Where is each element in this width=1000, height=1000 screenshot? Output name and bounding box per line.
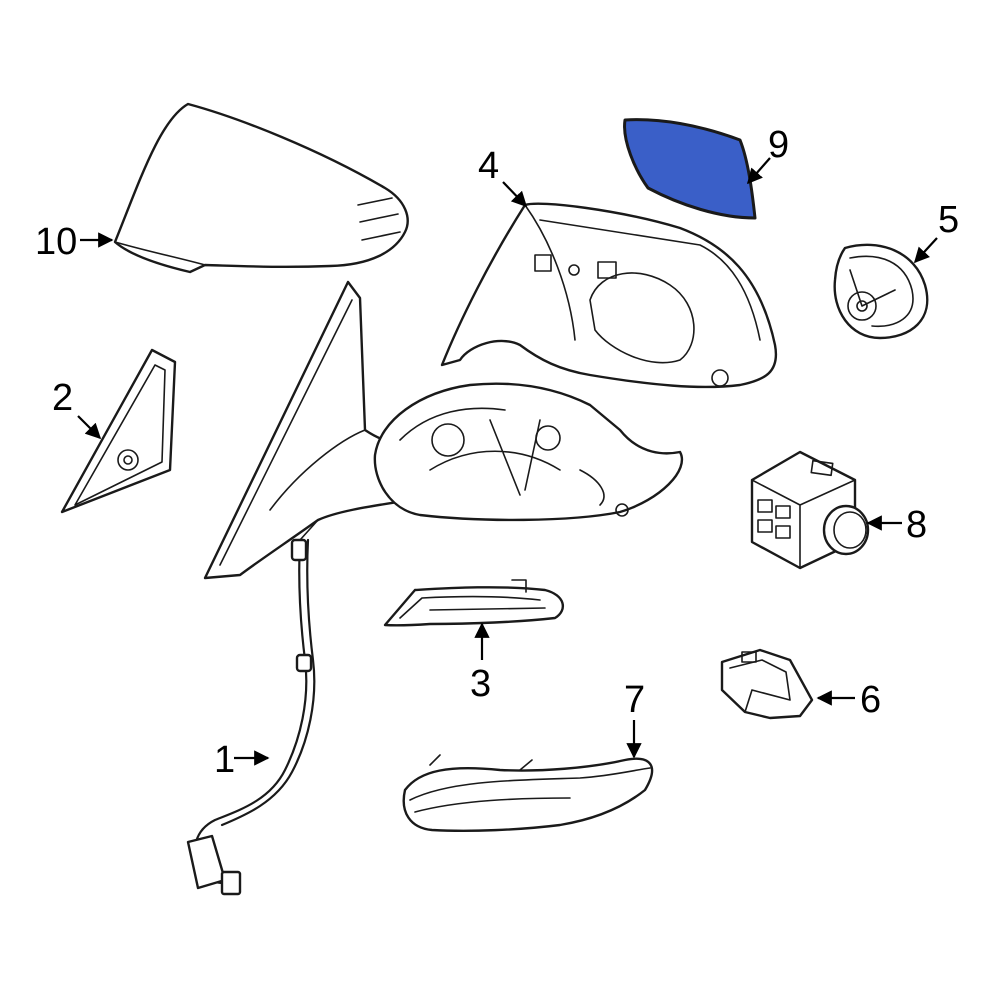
part-5-glass-actuator[interactable] <box>833 243 929 340</box>
callout-10: 10 <box>35 221 77 263</box>
callout-1: 1 <box>214 739 235 781</box>
part-8-camera[interactable] <box>750 450 870 570</box>
part-4-glass-backing-plate[interactable] <box>440 202 778 389</box>
callout-2: 2 <box>52 377 73 419</box>
part-2-inner-trim[interactable] <box>60 348 177 514</box>
callout-8: 8 <box>906 504 927 546</box>
callout-6: 6 <box>860 679 881 721</box>
part-7-turn-signal[interactable] <box>402 754 654 832</box>
part-10-mirror-cover[interactable] <box>113 102 409 274</box>
part-1-mirror-base-arm[interactable] <box>203 280 412 580</box>
callout-9: 9 <box>768 124 789 166</box>
wiring-harness <box>186 538 316 896</box>
part-6-sensor-bracket[interactable] <box>720 648 814 720</box>
part-9-mirror-glass[interactable] <box>623 118 757 220</box>
callout-5: 5 <box>938 199 959 241</box>
part-3-lower-bracket[interactable] <box>383 579 565 627</box>
callout-7: 7 <box>624 679 645 721</box>
callout-4: 4 <box>478 145 499 187</box>
mirror-lower-housing <box>373 382 683 522</box>
callout-3: 3 <box>470 663 491 705</box>
callout-leaders <box>77 157 938 766</box>
callout-numbers: 10 2 3 4 5 6 7 8 9 1 <box>35 124 959 781</box>
